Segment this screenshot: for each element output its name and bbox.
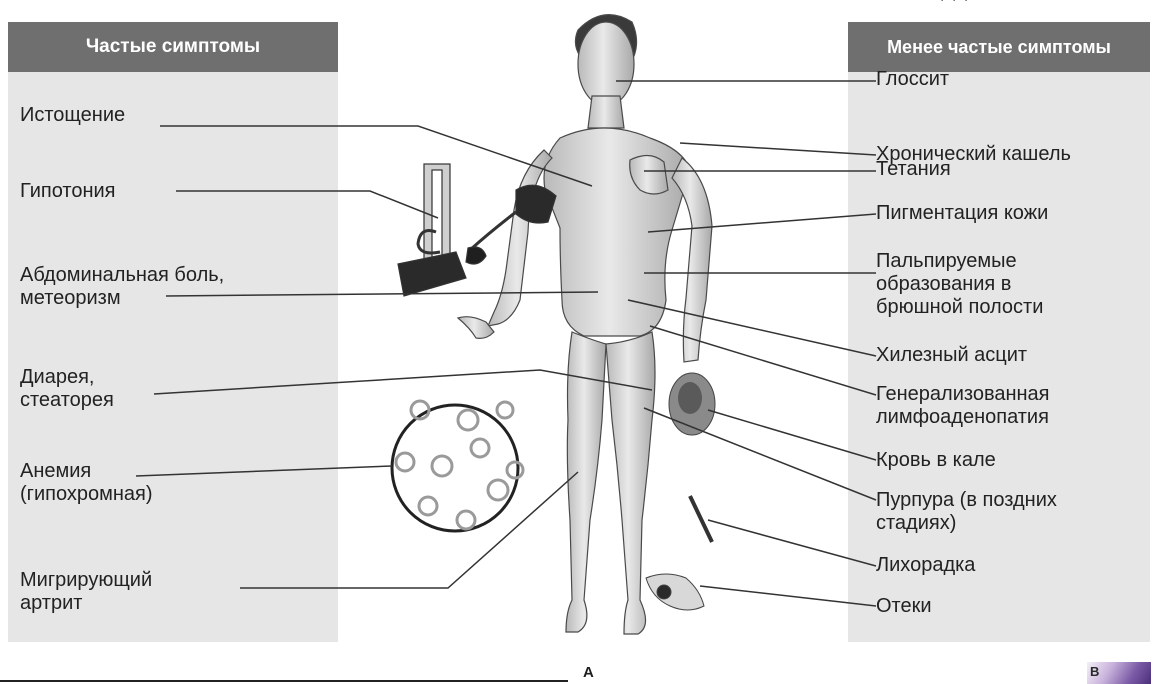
line-cough [680,143,876,155]
bp-bulb [466,247,486,264]
line-hypotension [176,191,438,218]
bp-cuff [516,185,556,223]
figure-right-hand-open [458,317,494,339]
line-anemia [136,466,392,476]
line-abdominal [166,292,598,296]
label-abdominal-masses: Пальпируемые образования в брюшной полос… [876,250,1043,319]
line-fever [708,520,876,566]
figure-neck [588,96,624,128]
label-abdominal-pain: Абдоминальная боль, метеоризм [20,264,224,310]
figure-head [578,22,634,106]
figure-left-leg [606,332,655,634]
label-anemia: Анемия (гипохромная) [20,460,153,506]
label-chylous-ascites: Хилезный асцит [876,344,1027,367]
figure-caption: А [583,664,594,681]
label-lymphadenopathy: Генерализованная лимфоаденопатия [876,383,1050,429]
label-skin-pigmentation: Пигментация кожи [876,202,1048,225]
label-purpura: Пурпура (в поздних стадиях) [876,489,1057,535]
manometer-base [398,252,466,296]
corner-thumbnail-image: В [1087,662,1151,684]
label-edema: Отеки [876,595,932,618]
label-fever: Лихорадка [876,554,975,577]
figure-right-leg [566,332,606,632]
label-glossitis: Глоссит [876,68,949,91]
line-purpura [644,408,876,500]
label-exhaustion: Истощение [20,104,125,127]
figure-right-arm [488,150,552,326]
label-blood-in-stool: Кровь в кале [876,449,996,472]
bottom-divider [0,680,568,682]
blood-smear-magnifier [392,401,523,531]
label-tetany: Тетания [876,158,951,181]
label-arthritis: Мигрирующий артрит [20,569,152,615]
leader-lines [136,81,876,606]
human-figure [458,15,712,634]
label-diarrhea: Диарея, стеаторея [20,366,114,412]
line-ascites [628,300,876,356]
corner-thumbnail-label: В [1090,664,1099,679]
line-pigmentation [648,214,876,232]
line-blood [708,410,876,460]
figure-torso [544,128,690,336]
edema-hand-illustration [646,574,704,610]
lymph-node-illustration [669,373,715,435]
thermometer-illustration [690,496,712,542]
line-edema [700,586,876,606]
label-hypotension: Гипотония [20,180,116,203]
